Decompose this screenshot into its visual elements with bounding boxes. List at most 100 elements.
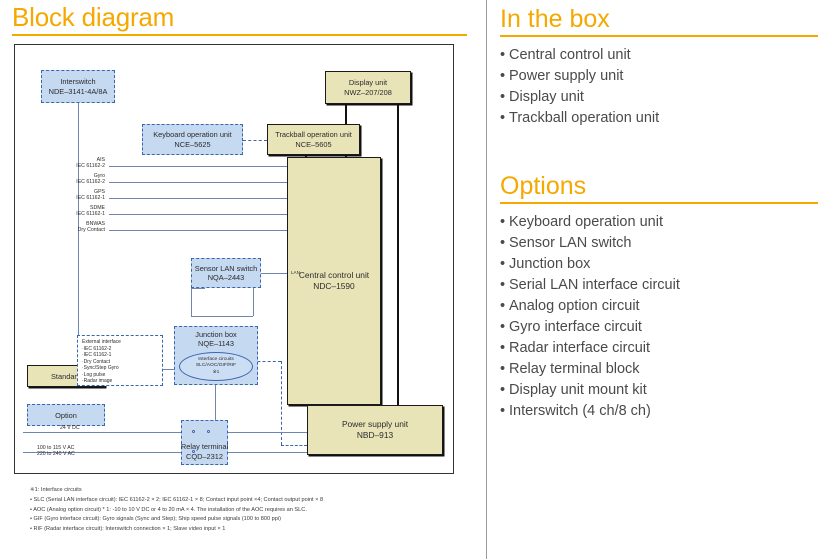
- page-title: Block diagram: [12, 2, 175, 32]
- wire-power-dist-c: [397, 393, 399, 405]
- signal-name: AIS: [96, 157, 105, 163]
- wire-sensorlan-right-down: [253, 288, 254, 316]
- list-item-label: Junction box: [509, 256, 591, 272]
- signal-name: Gyro: [93, 173, 105, 179]
- signal-standard: IEC 61162-1: [76, 211, 105, 218]
- node-line2: NQA–2443: [207, 273, 245, 282]
- wire-display-to-power-b: [397, 104, 399, 404]
- list-item-label: Interswitch (4 ch/8 ch): [509, 403, 651, 419]
- wire-sensorlan-right-across: [191, 316, 253, 317]
- list-item: •Gyro interface circuit: [500, 317, 818, 338]
- specs-column: In the box •Central control unit •Power …: [500, 0, 830, 559]
- bullet-icon: •: [500, 361, 506, 377]
- node-line1: Central control unit: [298, 270, 370, 280]
- wire-external-to-junction: [247, 361, 281, 362]
- node-line2: NBD–913: [356, 430, 394, 440]
- list-item-label: Radar interface circuit: [509, 340, 651, 356]
- node-line1: Display unit: [348, 78, 388, 88]
- relay-contact-dot: [192, 430, 195, 433]
- list-item: •Radar interface circuit: [500, 338, 818, 359]
- list-item: •Sensor LAN switch: [500, 233, 818, 254]
- interface-circuits-bubble: Interface circuits SLC/AOC/GIF/RIF ※1: [179, 352, 253, 381]
- signal-label-sdme: SDME IEC 61162-1: [41, 205, 105, 217]
- node-keyboard-operation-unit[interactable]: Keyboard operation unit NCE–5625: [142, 124, 243, 155]
- external-interface-item: ·Log pulse: [82, 371, 106, 378]
- list-item-label: Trackball operation unit: [509, 110, 660, 126]
- list-item-label: Power supply unit: [509, 68, 624, 84]
- bullet-icon: •: [500, 110, 506, 126]
- power-label-ac: 100 to 115 V AC 220 to 240 V AC: [37, 445, 75, 458]
- legend-option-label: Option: [55, 410, 77, 420]
- node-line1: Junction box: [195, 330, 237, 339]
- node-relay-terminal[interactable]: Relay terminal CQD–2312: [181, 420, 228, 465]
- node-line2: NCE–5605: [295, 139, 332, 149]
- signal-name: SDME: [90, 205, 105, 211]
- options-panel: Options •Keyboard operation unit •Sensor…: [500, 171, 818, 422]
- node-sensor-lan-switch[interactable]: Sensor LAN switch NQA–2443: [191, 258, 261, 288]
- node-junction-box[interactable]: Junction box NQE–1143 Interface circuits…: [174, 326, 258, 385]
- list-item-label: Serial LAN interface circuit: [509, 277, 680, 293]
- bullet-icon: •: [500, 298, 506, 314]
- options-underline: [500, 202, 818, 204]
- wire-signal-gyro: [109, 182, 287, 183]
- wire-external-dash-down: [281, 361, 282, 445]
- list-item-label: Sensor LAN switch: [509, 235, 632, 251]
- bullet-icon: •: [500, 340, 506, 356]
- node-line1: Sensor LAN switch: [194, 263, 258, 273]
- list-item: •Display unit: [500, 87, 818, 108]
- wire-signal-sdme: [109, 214, 287, 215]
- list-item: •Junction box: [500, 254, 818, 275]
- block-diagram-title-block: Block diagram: [12, 2, 467, 36]
- external-interface-item: ·Dry Contact: [82, 358, 111, 365]
- footnotes: ※1: Interface circuits • SLC (Serial LAN…: [30, 486, 480, 534]
- bullet-icon: •: [500, 319, 506, 335]
- list-item: •Keyboard operation unit: [500, 212, 818, 233]
- bullet-icon: •: [500, 403, 506, 419]
- list-item: •Analog option circuit: [500, 296, 818, 317]
- external-interface-item: ·IEC 61162-2: [82, 345, 112, 352]
- signal-label-bnwas: BNWAS Dry Contact: [41, 221, 105, 233]
- list-item-label: Keyboard operation unit: [509, 214, 663, 230]
- wire-ac-in: [23, 452, 181, 453]
- lan-port-label: LAN: [291, 270, 300, 275]
- signal-name: BNWAS: [86, 221, 105, 227]
- bullet-icon: •: [500, 277, 506, 293]
- in-the-box-title: In the box: [500, 5, 610, 33]
- bullet-icon: •: [500, 214, 506, 230]
- signal-standard: IEC 61162-1: [76, 195, 105, 202]
- node-trackball-operation-unit[interactable]: Trackball operation unit NCE–5605: [267, 124, 360, 155]
- column-divider: [486, 0, 487, 559]
- block-diagram-frame: AIS IEC 61162-2 Gyro IEC 61162-2 GPS IEC…: [14, 44, 454, 474]
- legend-standard-label: Standard: [51, 371, 81, 381]
- list-item: •Serial LAN interface circuit: [500, 275, 818, 296]
- wire-relay-to-power-ac: [228, 452, 307, 453]
- in-the-box-underline: [500, 35, 818, 37]
- wire-signal-ais: [109, 166, 287, 167]
- node-display-unit[interactable]: Display unit NWZ–207/208: [325, 71, 411, 104]
- wire-signal-bnwas: [109, 230, 287, 231]
- signal-standard: IEC 61162-2: [76, 163, 105, 170]
- external-interface-item: ·Sync/Step Gyro: [82, 365, 119, 372]
- wire-dc-in: [23, 432, 181, 433]
- list-item: •Trackball operation unit: [500, 108, 818, 129]
- node-interswitch[interactable]: Interswitch NDE–3141-4A/8A: [41, 70, 115, 103]
- node-line1: Trackball operation unit: [275, 130, 352, 140]
- footnote-gif: • GIF (Gyro interface circuit): Gyro sig…: [30, 516, 281, 523]
- bullet-icon: •: [500, 89, 506, 105]
- footnote-slc: • SLC (Serial LAN interface circuit): IE…: [30, 497, 324, 504]
- wire-sensorlan-left-across: [191, 288, 205, 289]
- power-label-dc: 24 V DC: [60, 425, 80, 431]
- bullet-icon: •: [500, 47, 506, 63]
- list-item: •Power supply unit: [500, 66, 818, 87]
- node-central-control-unit[interactable]: Central control unit NDC–1590: [287, 157, 381, 405]
- bullet-icon: •: [500, 68, 506, 84]
- list-item-label: Relay terminal block: [509, 361, 640, 377]
- node-line2: NDE–3141-4A/8A: [48, 86, 108, 96]
- footnote-rif: • RIF (Radar interface circuit): Intersw…: [30, 525, 226, 532]
- node-power-supply-unit[interactable]: Power supply unit NBD–913: [307, 405, 443, 455]
- power-label-ac-line2: 220 to 240 V AC: [37, 451, 75, 458]
- signal-label-gps: GPS IEC 61162-1: [41, 189, 105, 201]
- bullet-icon: •: [500, 382, 506, 398]
- external-interface-box: External interface ·IEC 61162-2 ·IEC 611…: [77, 335, 163, 386]
- footnotes-title: ※1: Interface circuits: [30, 487, 82, 493]
